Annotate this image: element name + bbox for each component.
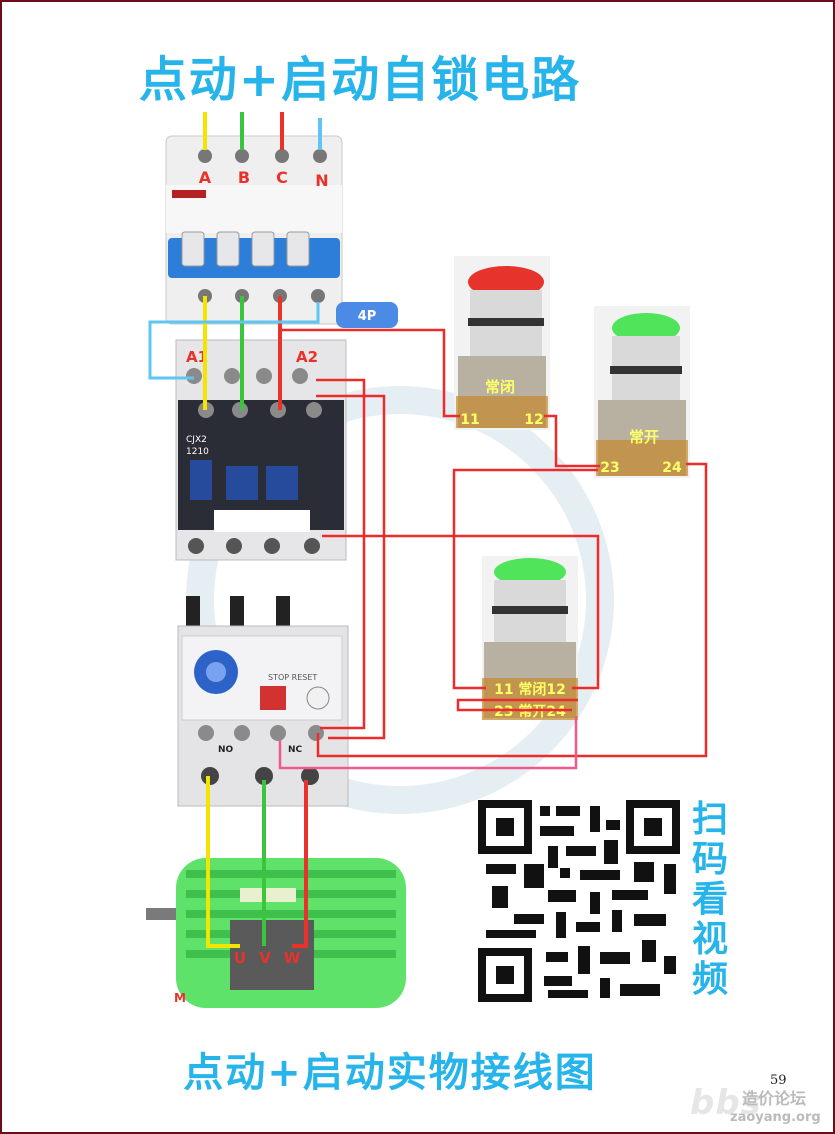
jog-nc-label: 11 常闭12 bbox=[494, 681, 566, 698]
wire-a2-overload bbox=[316, 378, 366, 730]
stop-term-12: 12 bbox=[524, 412, 543, 428]
overload-no: NO bbox=[218, 745, 234, 755]
circuit-breaker bbox=[165, 135, 343, 325]
page-title: 点动+启动自锁电路 bbox=[138, 52, 582, 108]
stop-button bbox=[454, 256, 550, 430]
jog-button bbox=[482, 556, 578, 720]
phase-label-a: A bbox=[199, 168, 212, 187]
contactor-model: CJX2 bbox=[186, 435, 207, 445]
motor-term-w: W bbox=[284, 949, 301, 967]
page-subtitle: 点动+启动实物接线图 bbox=[183, 1050, 597, 1096]
wire-aux-overload bbox=[316, 394, 386, 740]
wire-motor-u bbox=[206, 776, 240, 948]
page-number: 59 bbox=[770, 1073, 787, 1088]
phase-label-n: N bbox=[315, 171, 328, 190]
wire-ctrl-stop-in bbox=[282, 328, 460, 418]
4p-badge: 4P bbox=[358, 309, 377, 324]
scan-char: 扫 bbox=[691, 799, 728, 840]
start-button-label: 常开 bbox=[629, 428, 659, 446]
scan-char: 视 bbox=[691, 919, 728, 960]
motor-term-u: U bbox=[234, 949, 246, 967]
motor-label: M bbox=[174, 991, 186, 1005]
watermark: bbs bbox=[690, 1083, 762, 1123]
phase-label-c: C bbox=[276, 168, 288, 187]
wire-jog-no bbox=[456, 698, 578, 712]
stop-reset-label: STOP RESET bbox=[268, 673, 317, 682]
contactor-rating: 1210 bbox=[186, 447, 209, 457]
motor bbox=[146, 858, 406, 1008]
wire-jog-nc-aux bbox=[322, 534, 600, 690]
wire-neutral-coil bbox=[148, 302, 320, 380]
qr-code bbox=[478, 800, 680, 1002]
stop-term-11: 11 bbox=[460, 412, 479, 428]
start-term-24: 24 bbox=[662, 460, 682, 476]
wire-start-out bbox=[316, 462, 708, 758]
start-button bbox=[594, 306, 690, 478]
watermark-cn: 造价论坛 bbox=[742, 1089, 807, 1108]
stop-button-label: 常闭 bbox=[485, 378, 515, 396]
scan-to-watch-text: 扫 码 看 视 频 bbox=[688, 800, 732, 1000]
jog-no-label: 23 常开24 bbox=[494, 703, 566, 720]
phase-label-b: B bbox=[238, 168, 250, 187]
scan-char: 频 bbox=[691, 959, 728, 1000]
wire-start-jog bbox=[452, 468, 598, 690]
wire-stop-start bbox=[544, 414, 600, 468]
scan-char: 看 bbox=[691, 879, 728, 920]
watermark-url: zaoyang.org bbox=[730, 1110, 821, 1125]
start-term-23: 23 bbox=[600, 460, 619, 476]
4p-badge-bg bbox=[336, 302, 398, 328]
coil-a1: A1 bbox=[186, 348, 208, 366]
thermal-overload-relay bbox=[177, 625, 349, 807]
scan-char: 码 bbox=[691, 839, 728, 880]
overload-nc: NC bbox=[288, 745, 303, 755]
motor-term-v: V bbox=[259, 949, 271, 967]
wire-pink bbox=[278, 716, 578, 770]
wire-motor-w bbox=[292, 780, 308, 948]
contactor bbox=[175, 339, 347, 561]
coil-a2: A2 bbox=[296, 348, 318, 366]
